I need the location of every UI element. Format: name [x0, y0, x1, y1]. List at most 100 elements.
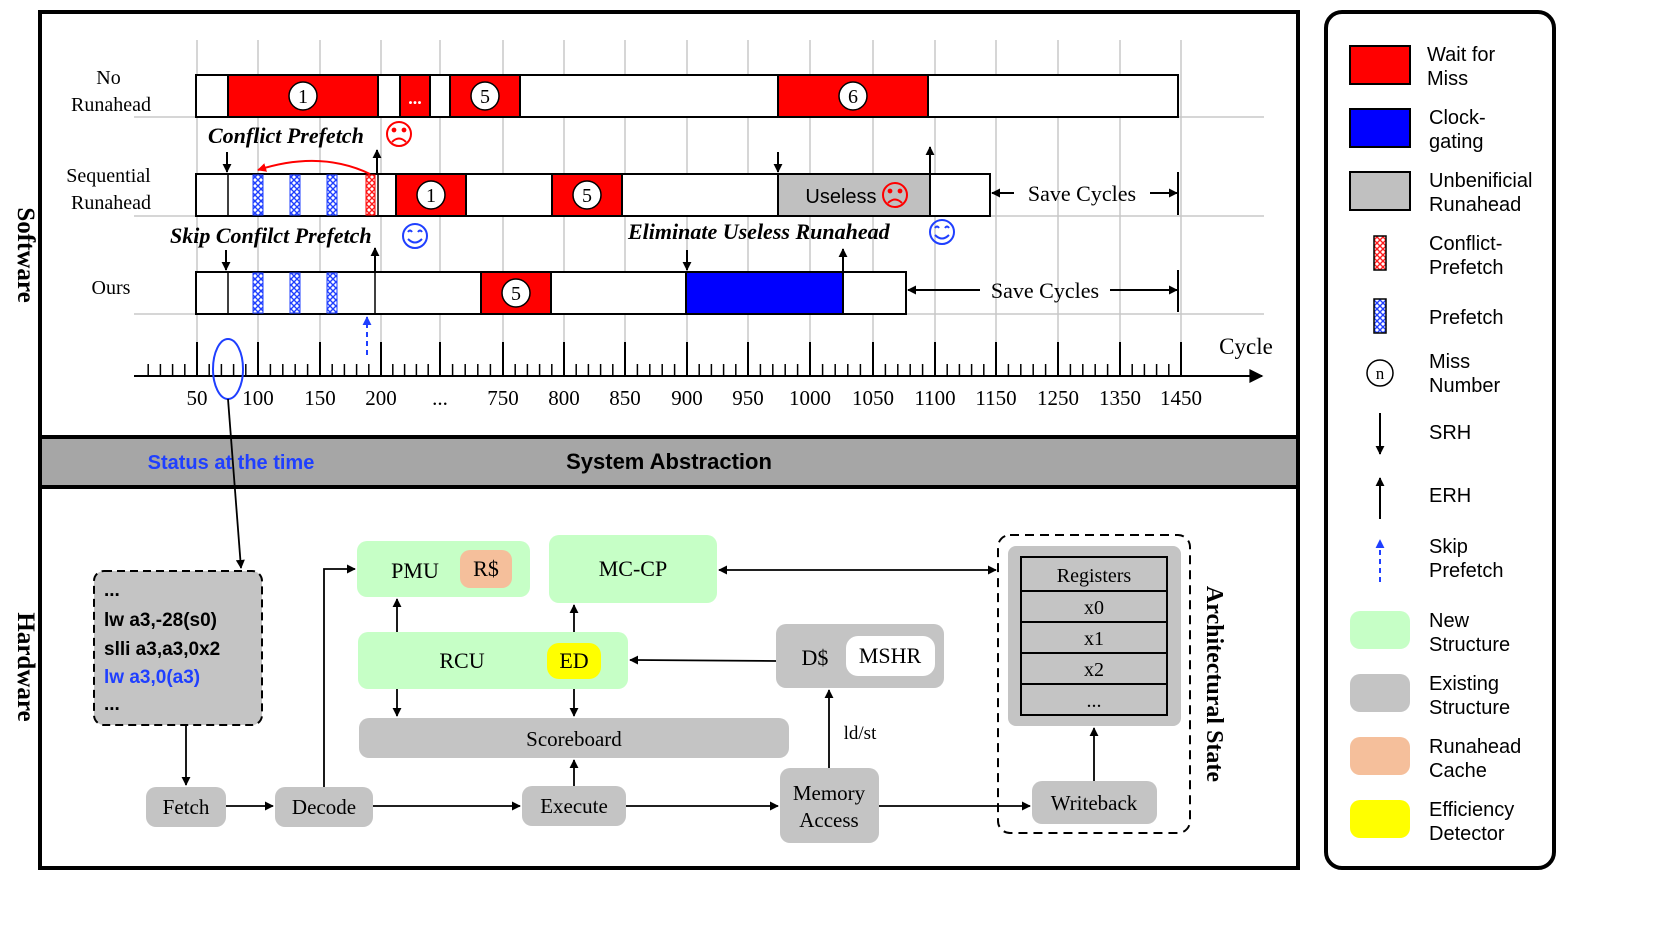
- efficiency-detector-block: [547, 643, 601, 679]
- decode-stage: [275, 787, 373, 827]
- code-line: lw a3,-28(s0): [104, 610, 217, 631]
- legend-swatch-prefetch: [1373, 298, 1387, 334]
- svg-text:5: 5: [582, 185, 592, 207]
- eliminate-useless-annotation: Eliminate Useless Runahead: [627, 219, 891, 244]
- svg-text:1: 1: [426, 185, 436, 207]
- legend-label: Clock-gating: [1429, 107, 1486, 153]
- svg-text:Decode: Decode: [292, 795, 356, 819]
- save-cycles-label: Save Cycles: [991, 278, 1099, 303]
- svg-text:ED: ED: [559, 648, 588, 673]
- svg-text:D$: D$: [802, 645, 829, 670]
- svg-text:n: n: [1376, 364, 1385, 383]
- legend-swatch-efficiency-detector: [1350, 800, 1410, 838]
- register-x1: [1020, 621, 1168, 654]
- skip-conflict-prefetch-annotation: Skip Confilct Prefetch: [170, 223, 372, 248]
- svg-text:RCU: RCU: [439, 648, 484, 673]
- row-no-runahead: 1 ... 5 6: [195, 74, 1179, 118]
- miss-number-marker: [838, 81, 868, 111]
- row-label-no-runahead: No Runahead: [71, 67, 151, 116]
- svg-text:6: 6: [848, 86, 858, 108]
- architectural-state-box: [997, 534, 1191, 834]
- arrow-decode-to-pmu: [323, 564, 356, 787]
- register-more: [1020, 683, 1168, 716]
- conflict-prefetch-mark: [365, 174, 376, 216]
- axis-tick-label: 1150: [975, 386, 1016, 410]
- axis-tick-label: 850: [609, 386, 641, 410]
- legend-label: ERH: [1429, 485, 1471, 507]
- axis-tick-label: 200: [365, 386, 397, 410]
- status-label: Status at the time: [148, 452, 315, 474]
- svg-text:5: 5: [511, 283, 521, 305]
- legend-panel: [1324, 10, 1556, 870]
- svg-text:Registers: Registers: [1057, 565, 1132, 587]
- axis-tick-label: 950: [732, 386, 764, 410]
- legend-swatch-conflict-prefetch: [1373, 235, 1387, 271]
- svg-text:x1: x1: [1084, 628, 1104, 650]
- fetch-stage: [146, 787, 226, 827]
- miss-number-marker: [470, 81, 500, 111]
- save-cycles-label: Save Cycles: [1028, 181, 1136, 206]
- axis-tick-label: 1050: [852, 386, 894, 410]
- status-highlight: [212, 338, 244, 400]
- sad-face-icon: [882, 182, 908, 208]
- row-label-sequential-runahead: Sequential Runahead: [66, 165, 155, 214]
- scoreboard-block: [359, 718, 789, 758]
- axis-tick-label: 1350: [1099, 386, 1141, 410]
- legend-label: SRH: [1429, 422, 1471, 444]
- row-label-ours: Ours: [92, 277, 131, 299]
- miss-number-marker: [288, 81, 318, 111]
- row-ours: 5: [195, 271, 907, 315]
- axis-tick-label: ...: [432, 386, 448, 410]
- axis-tick-label: 1100: [914, 386, 955, 410]
- runahead-cache-block: [460, 550, 512, 588]
- legend-swatch-new-structure: [1350, 611, 1410, 649]
- axis-ticks: [147, 342, 1182, 376]
- svg-text:x0: x0: [1084, 597, 1104, 619]
- axis-title: Cycle: [1219, 334, 1273, 359]
- legend-swatch-existing-structure: [1350, 674, 1410, 712]
- register-header: [1020, 556, 1168, 592]
- clock-gating-block: [685, 271, 844, 315]
- smile-face-icon: [929, 219, 955, 245]
- prefetch-mark: [289, 174, 301, 216]
- axis-tick-label: 1000: [789, 386, 831, 410]
- axis-tick-label: 150: [304, 386, 336, 410]
- useless-label: Useless: [805, 186, 876, 208]
- legend-swatch-runahead-cache: [1350, 737, 1410, 775]
- axis-tick-label: 900: [671, 386, 703, 410]
- svg-text:5: 5: [480, 86, 490, 108]
- prefetch-mark: [326, 272, 338, 314]
- prefetch-mark: [252, 272, 264, 314]
- abstraction-label: System Abstraction: [566, 449, 772, 474]
- axis-tick-label: 750: [487, 386, 519, 410]
- mshr-block: [846, 636, 935, 676]
- legend-label: Prefetch: [1429, 307, 1503, 329]
- miss-number-marker: [416, 180, 446, 210]
- svg-text:R$: R$: [473, 556, 499, 581]
- arrow-dcache-to-rcu: [629, 655, 777, 665]
- prefetch-mark: [326, 174, 338, 216]
- axis-tick-label: 800: [548, 386, 580, 410]
- svg-text:MSHR: MSHR: [859, 643, 922, 668]
- architectural-state-label: Architectural State: [1201, 586, 1227, 783]
- software-label: Software: [12, 207, 39, 302]
- legend-label: Conflict-Prefetch: [1429, 233, 1503, 279]
- axis-tick-label: 1250: [1037, 386, 1079, 410]
- smile-face-icon: [402, 223, 428, 249]
- code-line: ...: [104, 580, 120, 601]
- writeback-stage: [1032, 781, 1157, 824]
- legend-swatch-unbeneficial: [1349, 171, 1411, 211]
- mccp-block: [549, 535, 717, 603]
- svg-text:Memory: Memory: [793, 781, 866, 805]
- hardware-label: Hardware: [12, 612, 39, 721]
- execute-stage: [522, 786, 626, 826]
- code-line: ...: [104, 694, 120, 715]
